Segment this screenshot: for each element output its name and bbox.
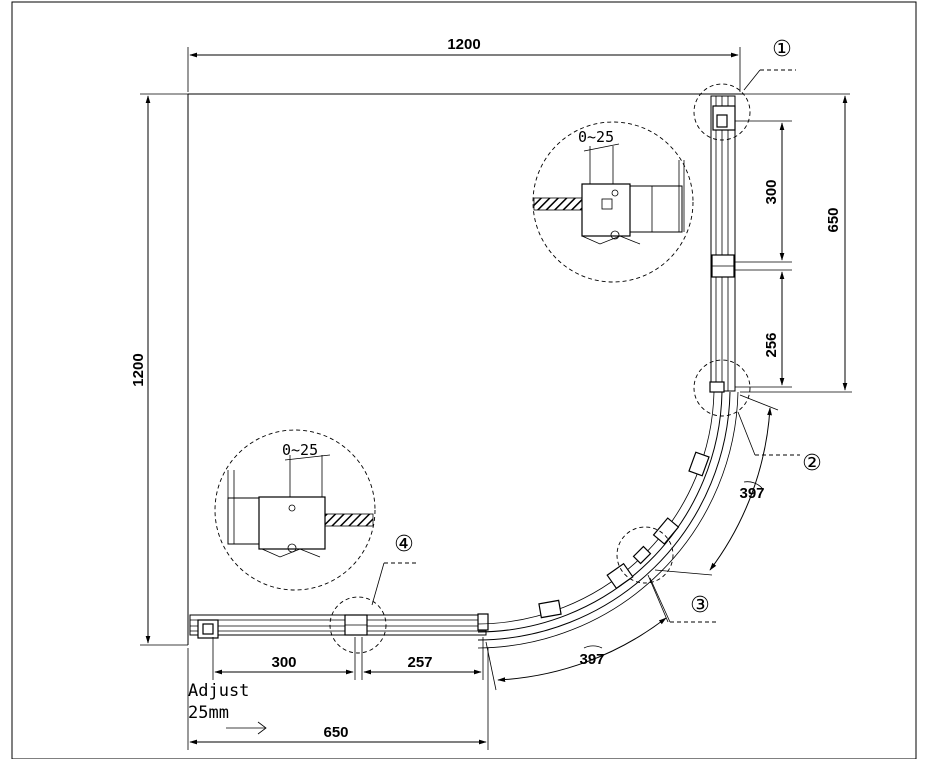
dim-left-1200: 1200 xyxy=(130,95,151,644)
dim-bottom-300-257: 300 257 xyxy=(212,637,484,680)
dim-right-256: 256 xyxy=(735,271,792,388)
dim-label-top-1200: 1200 xyxy=(447,36,480,53)
dim-right-650: 650 xyxy=(740,95,852,393)
dim-label-right-650: 650 xyxy=(825,207,842,232)
dim-arc-upper-397: 397 xyxy=(654,394,779,576)
wall-outline xyxy=(140,93,850,646)
detail-marker-4 xyxy=(329,596,387,654)
adjust-note: Adjust 25mm xyxy=(188,681,267,735)
bottom-fixed-panel xyxy=(189,613,489,639)
callout-4-label: ④ xyxy=(394,532,414,557)
callout-3: ③ xyxy=(649,577,718,623)
adjust-note-line1: Adjust xyxy=(188,681,249,701)
detail-upper-gap-label: 0~25 xyxy=(578,128,614,146)
dim-label-right-256: 256 xyxy=(763,332,780,357)
dim-label-bottom-257: 257 xyxy=(407,654,432,671)
dim-top-1200: 1200 xyxy=(187,36,741,92)
detail-lower-gap-label: 0~25 xyxy=(282,441,318,459)
drawing-frame xyxy=(11,1,917,759)
callout-1-label: ① xyxy=(772,37,792,62)
callout-3-label: ③ xyxy=(690,593,710,618)
adjust-note-line2: 25mm xyxy=(188,703,229,723)
callout-1: ① xyxy=(743,37,796,91)
dim-label-left-1200: 1200 xyxy=(130,353,147,386)
detail-marker-1 xyxy=(693,83,751,141)
dim-label-arc-lower-397: 397 xyxy=(579,651,604,668)
dim-arc-lower-397: 397 xyxy=(485,574,669,691)
dim-label-bottom-300: 300 xyxy=(271,654,296,671)
callout-2-label: ② xyxy=(802,451,822,476)
detail-marker-3 xyxy=(616,526,674,584)
right-fixed-panel xyxy=(709,95,736,393)
dim-label-bottom-650: 650 xyxy=(323,724,348,741)
detail-view-lower: 0~25 xyxy=(214,429,376,591)
callout-4: ④ xyxy=(371,532,418,606)
dim-right-300: 300 xyxy=(735,120,792,271)
dim-label-arc-upper-397: 397 xyxy=(739,485,764,502)
dim-label-right-300: 300 xyxy=(763,179,780,204)
detail-marker-2 xyxy=(693,359,751,417)
dim-bottom-650: 650 xyxy=(187,648,489,750)
callout-2: ② xyxy=(737,411,822,476)
detail-view-upper: 0~25 xyxy=(532,121,694,283)
